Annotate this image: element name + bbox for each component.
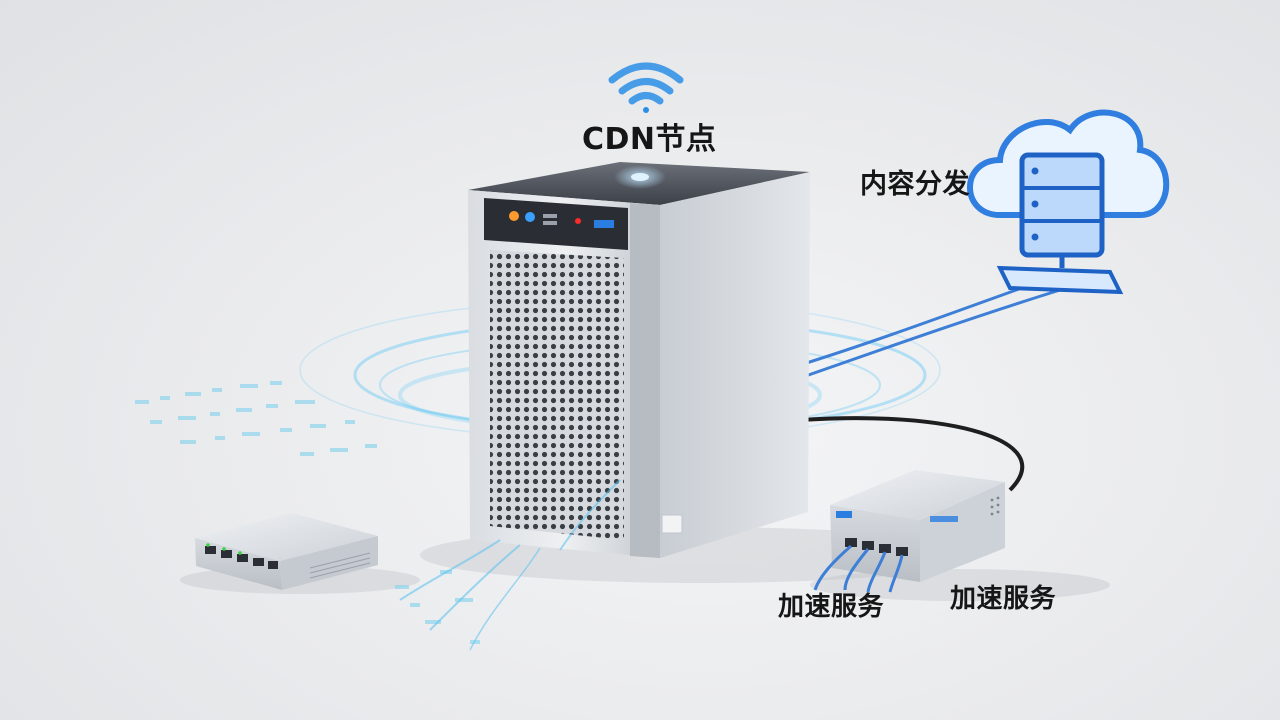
status-led-blue [525,212,535,222]
tower-side [660,172,810,558]
switch-ports [205,546,278,569]
tower-front-edge [630,203,660,558]
box-blue-cables [813,544,904,593]
power-button [631,173,649,181]
black-cable [799,416,1025,492]
usb-port-blue [594,220,614,228]
box-vents [990,496,1000,516]
content-distribution-label: 内容分发 [860,169,970,200]
blue-cable-1 [799,283,1031,367]
wifi-signal-icon [608,62,684,113]
cdn-tower-server [468,162,810,558]
box-logo-badge [836,511,852,518]
box-brand-label [930,516,958,522]
box-shadow [810,569,1110,601]
cdn-node-label: CDN节点 [582,122,717,157]
acceleration-box [813,470,1005,593]
tower-mesh [490,250,624,540]
light-streaks [399,479,621,651]
tower-label-sticker [661,514,683,534]
acceleration-service-label-1: 加速服务 [778,592,885,622]
blue-cable-2 [799,288,1061,380]
status-led-red [575,218,581,224]
status-led-orange [509,211,519,221]
acceleration-service-label-2: 加速服务 [950,584,1057,614]
cloud-server-icon [967,109,1170,295]
network-switch [195,513,378,590]
usb-port-1 [543,214,557,218]
data-stream-dashes [135,381,480,644]
usb-port-2 [543,221,557,225]
switch-vents [309,552,371,579]
box-ports [845,538,908,556]
